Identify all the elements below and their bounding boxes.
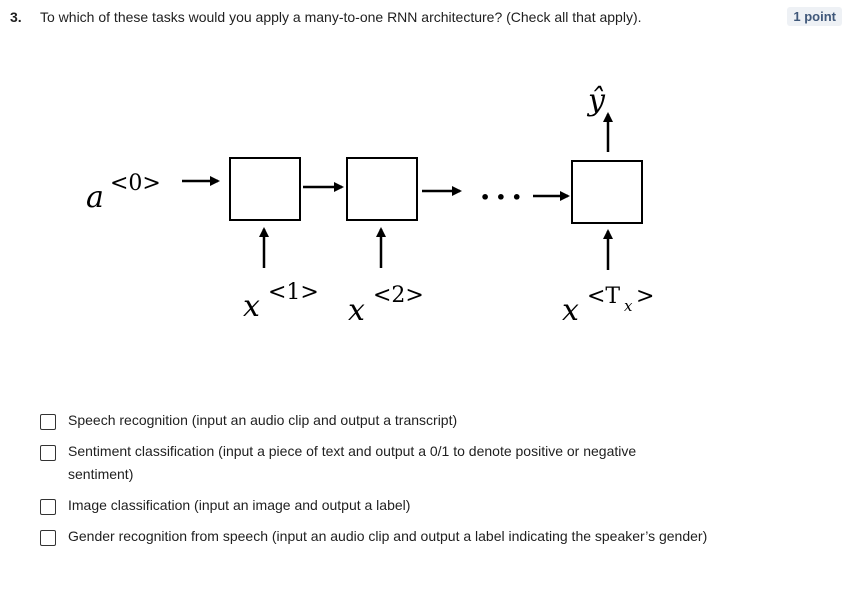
rnn-cell-1 xyxy=(229,157,301,221)
rnn-diagram: a <0> • • • ŷ x <1> x <2> x <T x > xyxy=(86,83,654,328)
input-tx-label: x xyxy=(562,293,579,328)
input-tx-superscript: <T xyxy=(587,284,620,309)
option-label: Speech recognition (input an audio clip … xyxy=(68,412,458,428)
input-2-superscript: <2> xyxy=(373,283,424,308)
option-sentiment-classification[interactable]: Sentiment classification (input a piece … xyxy=(40,443,820,486)
input-2-label: x xyxy=(348,293,365,328)
option-image-classification[interactable]: Image classification (input an image and… xyxy=(40,497,820,517)
checkbox[interactable] xyxy=(40,445,56,461)
points-badge: 1 point xyxy=(787,7,842,26)
checkbox[interactable] xyxy=(40,414,56,430)
input-1-label: x xyxy=(243,289,260,324)
initial-activation-label: a xyxy=(86,180,104,215)
input-tx-superscript-end: > xyxy=(636,284,654,309)
answer-options: Speech recognition (input an audio clip … xyxy=(40,412,820,559)
checkbox[interactable] xyxy=(40,530,56,546)
ellipsis: • • • xyxy=(480,188,522,207)
rnn-cell-tx xyxy=(571,160,643,224)
option-label: Gender recognition from speech (input an… xyxy=(68,528,708,544)
question-number: 3. xyxy=(10,9,22,25)
input-tx-subscript: x xyxy=(624,297,633,315)
option-label: Sentiment classification (input a piece … xyxy=(68,443,637,482)
option-label: Image classification (input an image and… xyxy=(68,497,411,513)
option-speech-recognition[interactable]: Speech recognition (input an audio clip … xyxy=(40,412,820,432)
initial-activation-superscript: <0> xyxy=(110,171,161,196)
option-gender-recognition[interactable]: Gender recognition from speech (input an… xyxy=(40,528,820,548)
output-label: ŷ xyxy=(586,83,606,118)
input-1-superscript: <1> xyxy=(268,280,319,305)
checkbox[interactable] xyxy=(40,499,56,515)
rnn-cell-2 xyxy=(346,157,418,221)
question-text: To which of these tasks would you apply … xyxy=(40,9,642,25)
